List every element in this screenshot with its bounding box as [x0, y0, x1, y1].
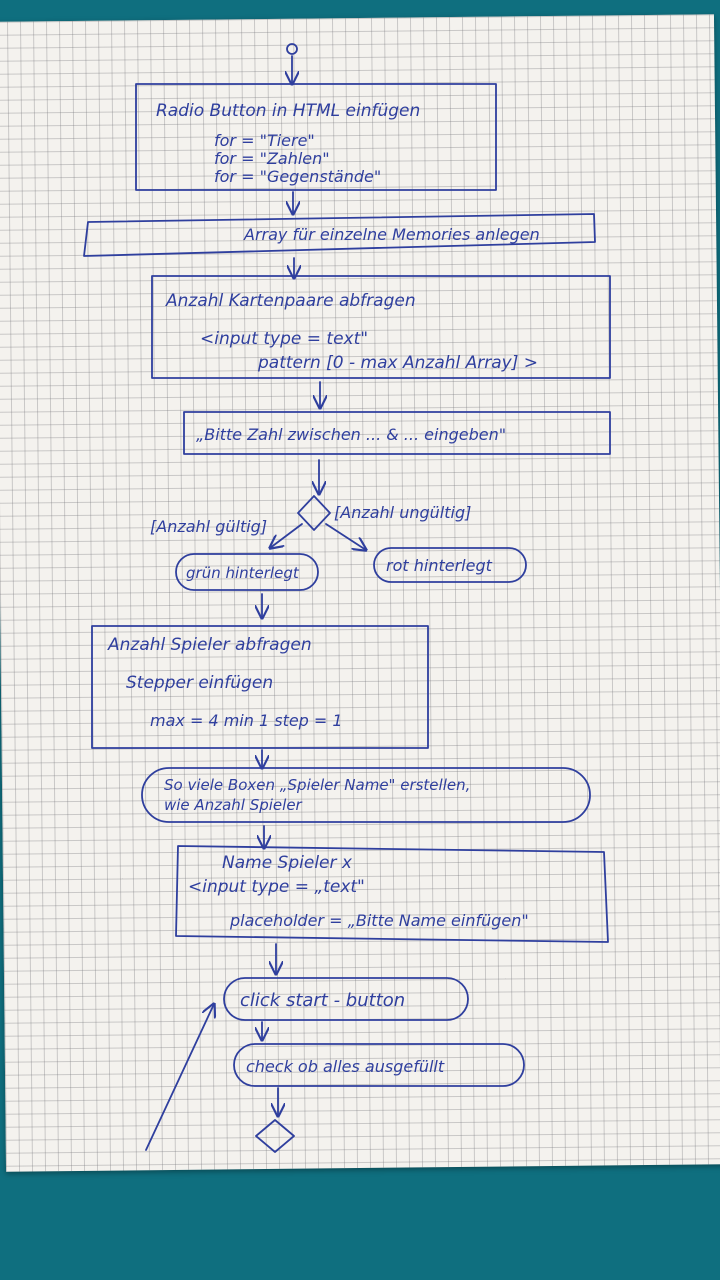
decision-left-label: [Anzahl gültig]	[150, 517, 267, 536]
end-diamond	[255, 1119, 295, 1153]
flow-arrow	[325, 523, 366, 550]
kartenpaare-title: Anzahl Kartenpaare abfragen	[165, 291, 416, 311]
array-box	[83, 213, 596, 257]
rot-hinterlegt-node	[373, 547, 527, 583]
name-spieler-box	[175, 845, 609, 943]
kartenpaare-line-2: pattern [0 - max Anzahl Array] >	[257, 353, 538, 373]
decision-diamond	[297, 495, 331, 531]
spieler-line-2: max = 4 min 1 step = 1	[150, 711, 343, 730]
kartenpaare-box	[151, 275, 611, 379]
check-node	[233, 1043, 525, 1087]
kartenpaare-line-1: <input type = text"	[200, 329, 368, 349]
boxen-line-2: wie Anzahl Spieler	[164, 796, 303, 814]
rot-text: rot hinterlegt	[386, 556, 493, 575]
check-text: check ob alles ausgefüllt	[246, 1057, 445, 1076]
gruen-text: grün hinterlegt	[186, 564, 300, 582]
spieler-title: Anzahl Spieler abfragen	[107, 635, 312, 655]
radio-line-2: for = "Zahlen"	[214, 149, 330, 168]
spieler-box	[91, 625, 429, 749]
boxen-erstellen-node	[141, 767, 591, 823]
name-line-2: placeholder = „Bitte Name einfügen"	[229, 911, 529, 930]
radio-title: Radio Button in HTML einfügen	[156, 101, 420, 121]
array-text: Array für einzelne Memories anlegen	[243, 225, 540, 244]
radio-line-1: for = "Tiere"	[214, 131, 315, 150]
loop-back-arrow	[145, 1004, 214, 1151]
name-title: Name Spieler x	[222, 853, 353, 873]
radio-button-box	[135, 83, 497, 191]
start-button-node	[223, 977, 469, 1021]
start-node	[286, 43, 298, 55]
gruen-hinterlegt-node	[175, 553, 319, 591]
flow-arrow	[270, 523, 303, 548]
bitte-zahl-text: „Bitte Zahl zwischen ... & ... eingeben"	[196, 425, 506, 444]
radio-line-3: for = "Gegenstände"	[214, 167, 381, 186]
bitte-zahl-box	[183, 411, 611, 455]
boxen-line-1: So viele Boxen „Spieler Name" erstellen,	[164, 776, 470, 794]
decision-right-label: [Anzahl ungültig]	[334, 503, 471, 522]
start-text: click start - button	[240, 990, 405, 1011]
spieler-line-1: Stepper einfügen	[126, 673, 273, 693]
name-line-1: <input type = „text"	[188, 877, 365, 897]
